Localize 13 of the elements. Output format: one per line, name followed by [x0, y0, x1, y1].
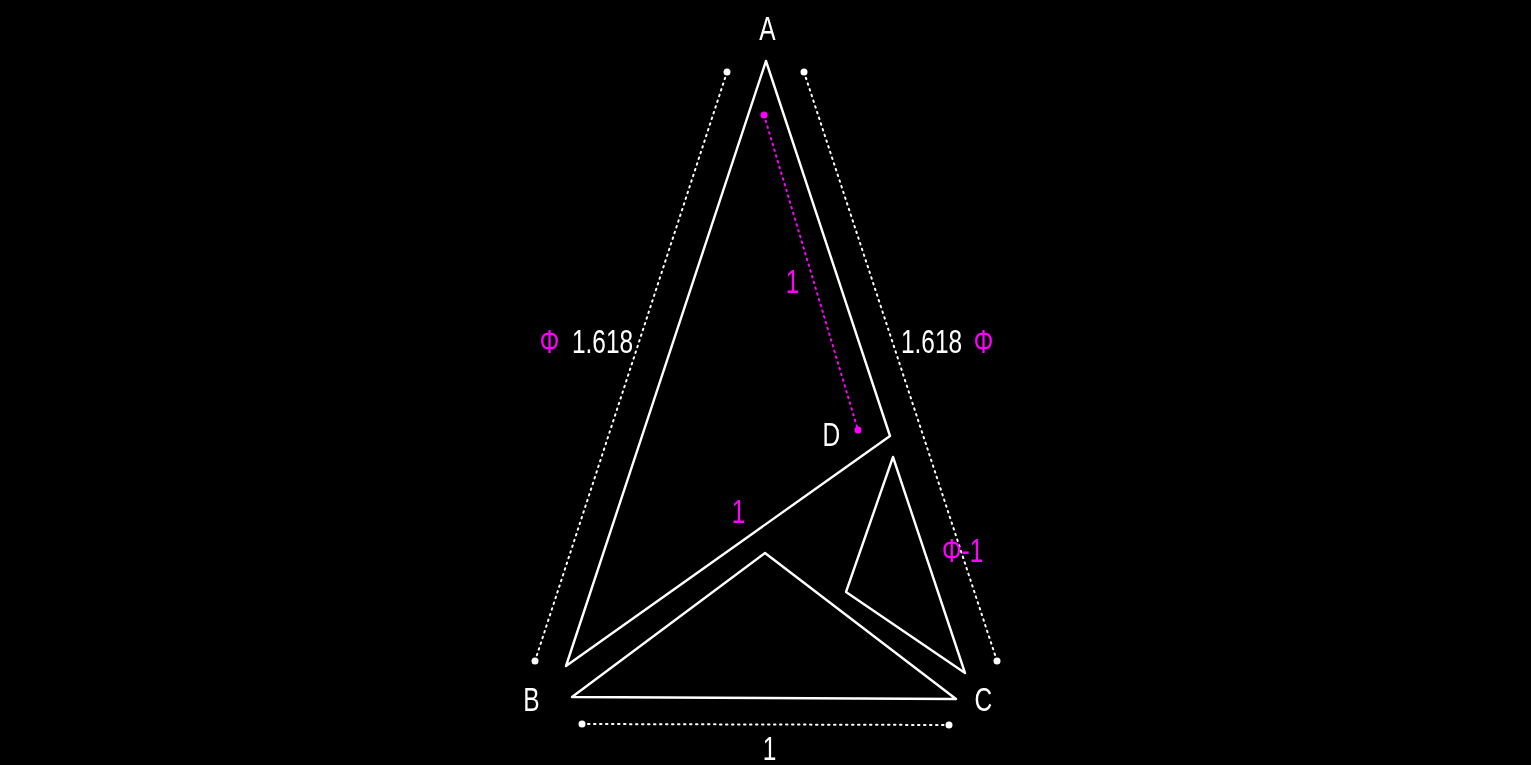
dimension-label: 1 — [731, 494, 745, 528]
dimension-label: 1 — [785, 264, 799, 298]
vertex-label: B — [522, 682, 539, 716]
vertex-label: D — [821, 417, 840, 451]
vertex-label: A — [758, 11, 775, 45]
dimension-label: 1.618 — [571, 324, 633, 358]
dimension-label: Φ-1 — [941, 533, 983, 567]
dimension-label: 1 — [762, 731, 776, 765]
dimension-label: 1.618 — [900, 324, 962, 358]
phi-symbol: Φ — [539, 324, 559, 358]
phi-symbol: Φ — [973, 324, 993, 358]
vertex-label: C — [973, 682, 992, 716]
triangle-outline — [564, 59, 892, 668]
